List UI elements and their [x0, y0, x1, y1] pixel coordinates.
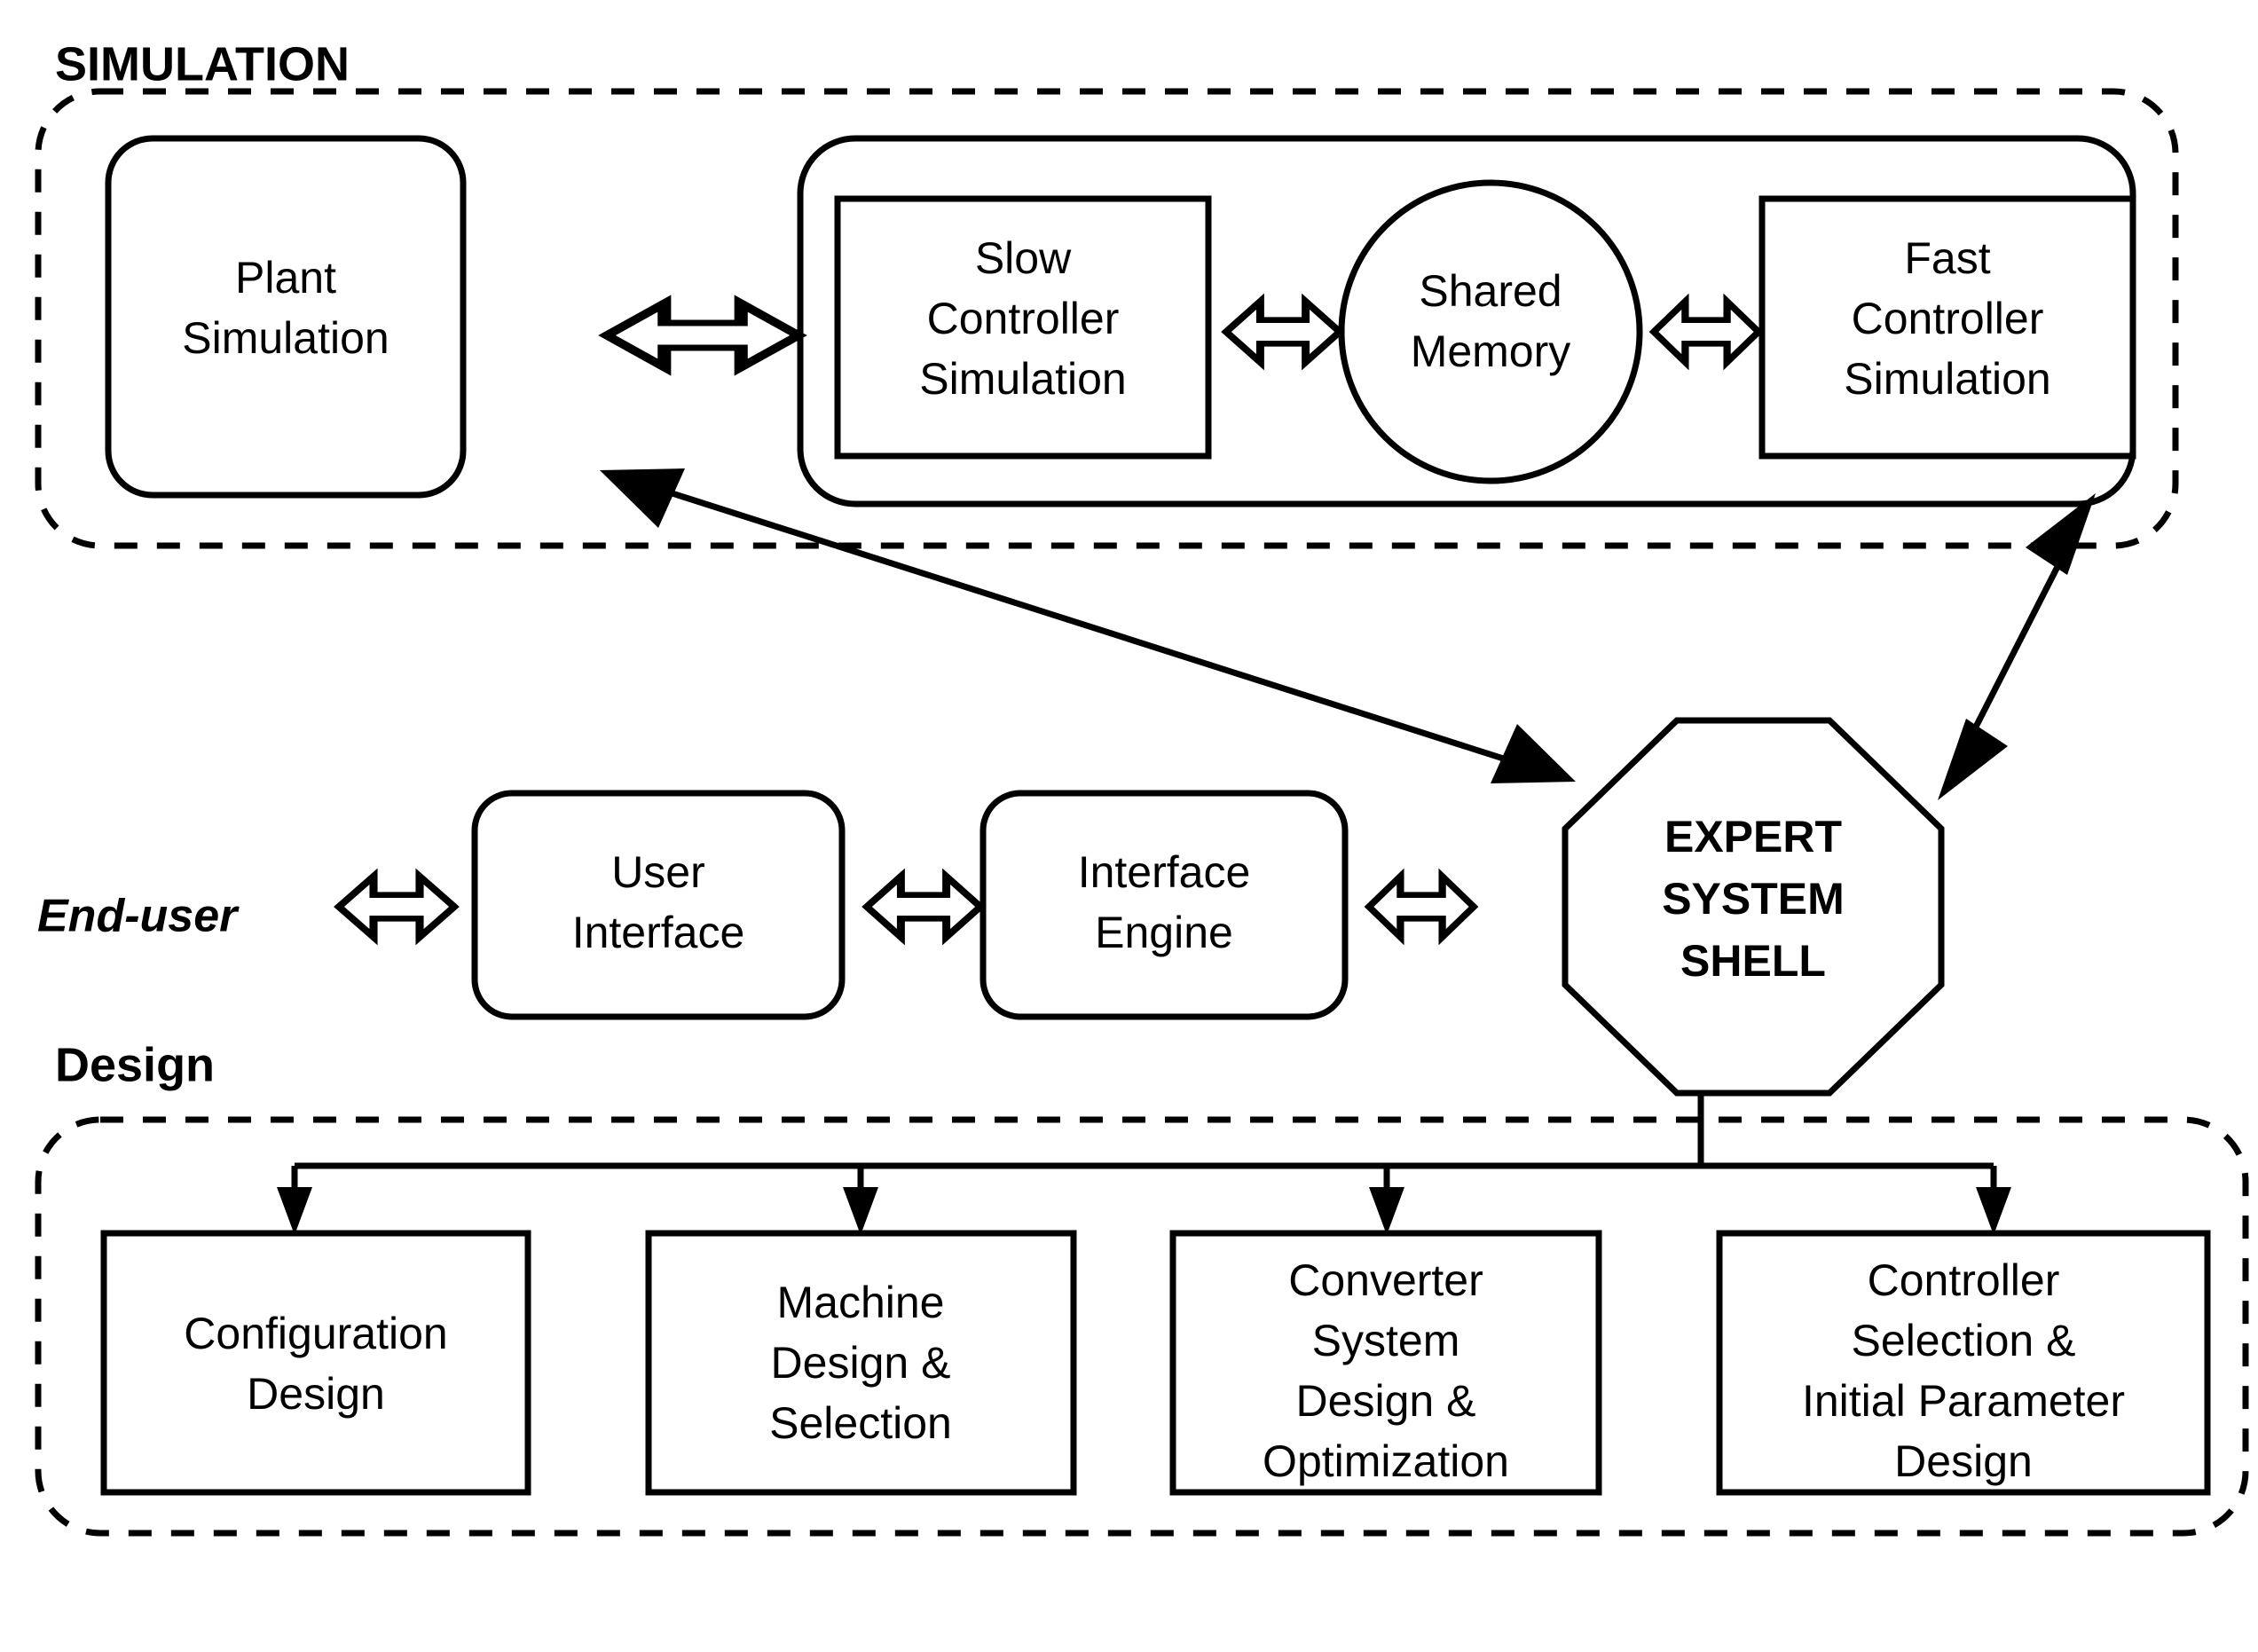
connector-expert-system-shell-to-plant-simulation — [600, 468, 1576, 783]
connector-end-user-to-user-interface — [339, 877, 454, 937]
controller-selection-label-line-4: Design — [1894, 1436, 2033, 1486]
plant-simulation-box — [105, 135, 467, 499]
machine-design-selection-box — [645, 1230, 1077, 1496]
arrow-to-machine-design — [843, 1187, 878, 1235]
converter-system-label-line-4: Optimization — [1263, 1436, 1509, 1486]
slow-controller-label-line-3: Simulation — [919, 354, 1126, 404]
node-converter-system-design-optimization[interactable]: Converter System Design & Optimization — [1169, 1230, 1602, 1496]
machine-design-label-line-2: Design & — [771, 1338, 951, 1388]
interface-engine-label-line-2: Engine — [1095, 908, 1233, 957]
node-slow-controller-simulation[interactable]: Slow Controller Simulation — [834, 195, 1212, 460]
node-machine-design-selection[interactable]: Machine Design & Selection — [645, 1230, 1077, 1496]
configuration-design-label-line-1: Configuration — [184, 1309, 447, 1358]
plant-simulation-label-line-1: Plant — [235, 253, 336, 303]
group-label-design: Design — [55, 1038, 215, 1091]
controller-selection-label-line-1: Controller — [1868, 1255, 2060, 1305]
connector-plant-to-slow-controller — [607, 303, 799, 367]
controller-selection-label-line-3: Initial Parameter — [1802, 1376, 2125, 1426]
machine-design-label-line-1: Machine — [777, 1278, 945, 1327]
interface-engine-label-line-1: Interface — [1078, 847, 1251, 897]
connector-expert-system-shell-to-design-bus — [277, 1093, 2011, 1235]
connector-expert-system-shell-to-controller-group — [1938, 493, 2096, 800]
node-expert-system-shell[interactable]: EXPERT SYSTEM SHELL — [1562, 717, 1945, 1097]
slow-controller-label-line-1: Slow — [975, 233, 1072, 283]
node-fast-controller-simulation[interactable]: Fast Controller Simulation — [1758, 195, 2136, 460]
controller-selection-label-line-2: Selection & — [1852, 1316, 2076, 1365]
expert-system-shell-label-line-2: SYSTEM — [1662, 874, 1845, 924]
slow-controller-label-line-2: Controller — [927, 294, 1120, 343]
fast-controller-label-line-1: Fast — [1904, 233, 1990, 283]
design-group-boundary — [35, 1116, 2249, 1537]
shared-memory-label-line-2: Memory — [1411, 326, 1571, 376]
slow-controller-simulation-box — [834, 195, 1212, 460]
node-plant-simulation[interactable]: Plant Simulation — [105, 135, 467, 499]
node-controller-selection-initial-parameter-design[interactable]: Controller Selection & Initial Parameter… — [1716, 1230, 2211, 1496]
user-interface-label-line-1: User — [611, 847, 705, 897]
configuration-design-box — [100, 1230, 531, 1496]
node-interface-engine[interactable]: Interface Engine — [980, 790, 1349, 1020]
connector-slow-controller-to-shared-memory — [1226, 302, 1340, 362]
expert-system-shell-label-line-3: SHELL — [1680, 936, 1826, 986]
fast-controller-label-line-2: Controller — [1852, 294, 2044, 343]
node-shared-memory[interactable]: Shared Memory — [1338, 179, 1643, 484]
fast-controller-simulation-box — [1758, 195, 2136, 460]
machine-design-label-line-3: Selection — [769, 1398, 952, 1448]
arrow-to-converter-system-design — [1369, 1187, 1404, 1235]
converter-system-label-line-3: Design & — [1296, 1376, 1476, 1426]
plant-simulation-label-line-2: Simulation — [182, 313, 389, 363]
user-interface-box — [471, 790, 846, 1020]
interface-engine-box — [980, 790, 1349, 1020]
node-user-interface[interactable]: User Interface — [471, 790, 846, 1020]
simulation-group-boundary — [35, 88, 2179, 549]
connector-shared-memory-to-fast-controller — [1654, 302, 1758, 362]
converter-system-label-line-2: System — [1312, 1316, 1460, 1365]
configuration-design-label-line-2: Design — [247, 1369, 385, 1419]
node-configuration-design[interactable]: Configuration Design — [100, 1230, 531, 1496]
arrow-to-controller-selection — [1976, 1187, 2011, 1235]
fast-controller-label-line-3: Simulation — [1844, 354, 2050, 404]
controller-selection-box — [1716, 1230, 2211, 1496]
expert-system-shell-octagon — [1562, 717, 1945, 1097]
connector-interface-engine-to-expert-system-shell — [1369, 877, 1474, 937]
shared-memory-label-line-1: Shared — [1419, 266, 1562, 316]
converter-system-label-line-1: Converter — [1288, 1255, 1483, 1305]
user-interface-label-line-2: Interface — [572, 908, 745, 957]
expert-system-shell-label-line-1: EXPERT — [1664, 812, 1842, 861]
converter-system-design-box — [1169, 1230, 1602, 1496]
connector-user-interface-to-interface-engine — [867, 877, 980, 937]
actor-end-user-label: End-user — [37, 891, 240, 942]
arrow-to-configuration-design — [277, 1187, 312, 1235]
group-label-simulation: SIMULATION — [55, 37, 350, 90]
